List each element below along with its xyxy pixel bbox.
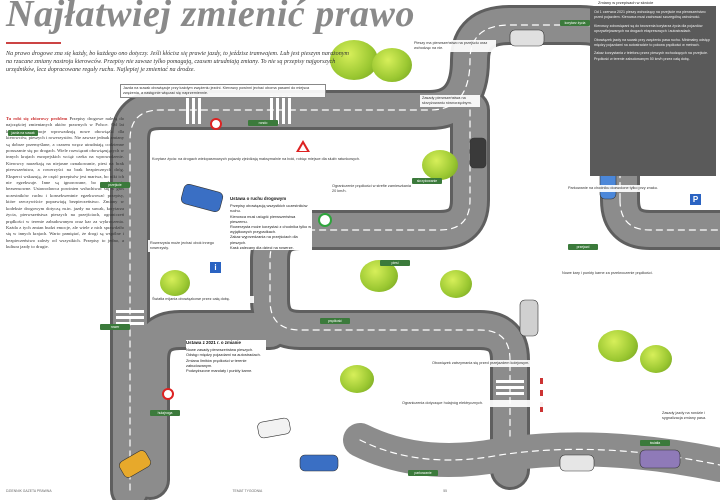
- caption: Ograniczenia dotyczące hulajnóg elektryc…: [400, 400, 554, 407]
- footer-publication: DZIENNIK GAZETA PRAWNA: [6, 489, 52, 493]
- lead-paragraph: Na prawo drogowe zna się każdy, bo każde…: [6, 51, 349, 73]
- info-sign-icon: i: [210, 262, 221, 273]
- body-column: Tu robi się zbiorowy problem Przepisy dr…: [6, 116, 124, 486]
- info-box-line: Nowe zasady pierwszeństwa pieszych.: [186, 347, 254, 353]
- info-box-law: Ustawa o ruchu drogowym Przepisy obowiąz…: [230, 196, 312, 251]
- page-footer: DZIENNIK GAZETA PRAWNA TEMAT TYGODNIA 55: [6, 489, 714, 493]
- caption: Ograniczenie prędkości w strefie zamiesz…: [330, 183, 414, 195]
- tree: [422, 150, 458, 180]
- info-box-line: Zakaz wyprzedzania na przejściach dla pi…: [230, 234, 298, 245]
- body-text: Przepisy drogowe należą do najczęściej z…: [6, 116, 124, 250]
- caption: Światła mijania obowiązkowe przez całą d…: [150, 296, 254, 303]
- caption: Obowiązek zatrzymania się przed przejazd…: [430, 360, 534, 367]
- barriers: [540, 372, 543, 412]
- caption: Zasady pierwszeństwa na skrzyżowaniu rów…: [420, 95, 480, 107]
- footer-page-number: 55: [443, 489, 447, 493]
- sidebar-paragraph: Zakaz korzystania z telefonu przez piesz…: [594, 51, 709, 61]
- parking-sign-icon: P: [690, 194, 701, 205]
- tree: [372, 48, 412, 82]
- info-box-line: Zmiana limitów prędkości w terenie zabud…: [186, 357, 247, 368]
- tree: [330, 40, 378, 80]
- caption: Nowe kary i punkty karne za przekroczeni…: [560, 270, 684, 277]
- green-tag: piesi: [380, 260, 410, 266]
- caption: Pieszy ma pierwszeństwo na przejściu ora…: [412, 40, 496, 52]
- green-tag: jazda na suwak: [8, 130, 38, 136]
- no-entry-sign-icon: [162, 388, 174, 400]
- green-tag: rower: [100, 324, 130, 330]
- caption: Rowerzysta może jechać obok innego rower…: [148, 240, 222, 252]
- info-box-line: Rowerzysta może korzystać z chodnika tyl…: [230, 224, 312, 235]
- caption: Korytarz życia: na drogach wielopasmowyc…: [150, 156, 414, 163]
- green-tag: rondo: [248, 120, 278, 126]
- warning-sign-icon: [296, 140, 310, 152]
- green-tag: parkowanie: [408, 470, 438, 476]
- green-tag: hulajnoga: [150, 410, 180, 416]
- info-box-amendment: Ustawa z 2021 r. o zmianie Nowe zasady p…: [186, 340, 266, 374]
- green-tag: przejazd: [568, 244, 598, 250]
- tree: [598, 330, 638, 362]
- title-rule: [6, 42, 61, 44]
- green-tag: światła: [640, 440, 670, 446]
- cars: [119, 29, 681, 478]
- sidebar-paragraph: Od 1 czerwca 2021 pieszy wchodzący na pr…: [594, 10, 706, 20]
- info-box-line: Podwyższone mandaty i punkty karne.: [186, 368, 253, 374]
- page-title: Najłatwiej zmienić prawo: [6, 0, 415, 35]
- caption: Parkowanie na chodniku dozwolone tylko p…: [566, 185, 680, 192]
- sidebar-paragraph: Kierowcy zobowiązani są do tworzenia kor…: [594, 23, 703, 34]
- footer-section: TEMAT TYGODNIA: [232, 489, 263, 493]
- body-heading: Tu robi się zbiorowy problem: [6, 116, 68, 121]
- info-box-heading: Ustawa z 2021 r. o zmianie: [186, 340, 241, 345]
- bicycle-wheel-icon: [318, 213, 332, 227]
- tree: [160, 270, 190, 296]
- tree: [640, 345, 672, 373]
- sidebar-panel: Od 1 czerwca 2021 pieszy wchodzący na pr…: [590, 6, 716, 176]
- info-box-line: Odstęp między pojazdami na autostradach.: [186, 352, 261, 358]
- caption: Jazda na suwak obowiązuje przy każdym zw…: [120, 84, 326, 98]
- info-box-heading: Ustawa o ruchu drogowym: [230, 196, 287, 201]
- sidebar-heading: Zmiany w przepisach w skrócie: [598, 0, 654, 5]
- tree: [340, 365, 374, 393]
- info-box-line: Kask zalecany dla dzieci na rowerze.: [230, 244, 294, 250]
- caption: Zasady jazdy na rondzie i sygnalizacja z…: [660, 410, 720, 422]
- green-tag: przejście: [100, 182, 130, 188]
- sidebar-paragraph: Obowiązek jazdy na suwak przy zwężeniu p…: [594, 37, 710, 48]
- speed-limit-sign-icon: [210, 118, 222, 130]
- info-box-line: Kierowca musi ustąpić pierwszeństwa pies…: [230, 213, 296, 224]
- info-box-line: Przepisy obowiązują wszystkich uczestnik…: [230, 203, 308, 214]
- green-tag: skrzyżowanie: [412, 178, 442, 184]
- green-tag: korytarz życia: [560, 20, 590, 26]
- green-tag: prędkość: [320, 318, 350, 324]
- tree: [440, 270, 472, 298]
